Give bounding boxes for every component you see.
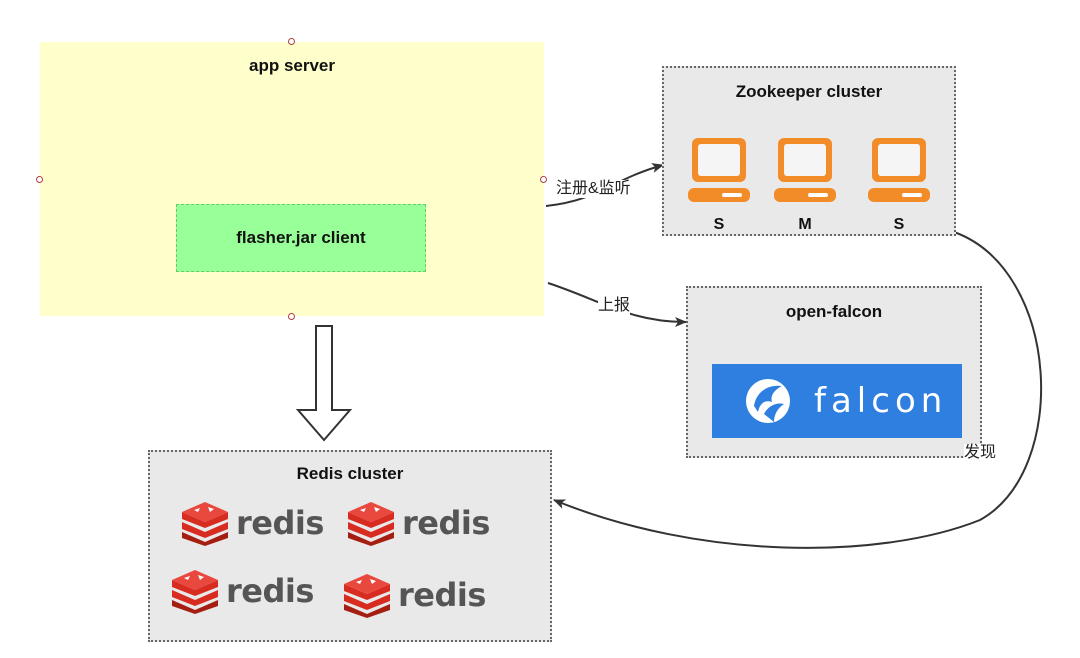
redis-cube-icon bbox=[182, 502, 228, 546]
open-falcon-title: open-falcon bbox=[785, 302, 883, 321]
falcon-bird-icon bbox=[746, 379, 790, 423]
resize-handle-right[interactable] bbox=[540, 176, 547, 183]
node-label: M bbox=[798, 216, 812, 233]
open-falcon-box[interactable]: open-falcon falcon bbox=[686, 286, 982, 458]
edge-discover bbox=[553, 231, 1042, 549]
zookeeper-title: Zookeeper cluster bbox=[735, 82, 883, 101]
computer-icon bbox=[688, 138, 750, 202]
redis-word: redis bbox=[226, 572, 314, 610]
down-arrow bbox=[295, 325, 353, 442]
resize-handle-top[interactable] bbox=[288, 38, 295, 45]
flasher-client-label: flasher.jar client bbox=[236, 228, 366, 247]
redis-cluster-box[interactable]: Redis cluster redis redis redis bbox=[148, 450, 552, 642]
redis-logo: redis bbox=[342, 574, 486, 620]
redis-cube-icon bbox=[348, 502, 394, 546]
zookeeper-cluster-box[interactable]: Zookeeper cluster S M S bbox=[662, 66, 956, 236]
redis-word: redis bbox=[402, 504, 490, 542]
node-label: S bbox=[893, 216, 905, 233]
redis-cube-icon bbox=[344, 574, 390, 618]
redis-cluster-title: Redis cluster bbox=[296, 464, 404, 483]
resize-handle-left[interactable] bbox=[36, 176, 43, 183]
falcon-logo: falcon bbox=[712, 364, 962, 438]
resize-handle-bottom[interactable] bbox=[288, 313, 295, 320]
app-server-box[interactable]: app server bbox=[40, 42, 544, 316]
edge-label-discover: 发现 bbox=[964, 444, 997, 462]
falcon-logo-text: falcon bbox=[814, 381, 948, 421]
computer-icon bbox=[774, 138, 836, 202]
computer-icon bbox=[868, 138, 930, 202]
redis-cube-icon bbox=[172, 570, 218, 614]
redis-logo: redis bbox=[170, 570, 314, 616]
redis-logo: redis bbox=[180, 502, 324, 548]
redis-word: redis bbox=[398, 576, 486, 614]
flasher-client-box[interactable]: flasher.jar client bbox=[176, 204, 426, 272]
node-label: S bbox=[713, 216, 725, 233]
app-server-title: app server bbox=[249, 56, 335, 75]
redis-logo: redis bbox=[346, 502, 490, 548]
edge-label-report: 上报 bbox=[598, 297, 631, 315]
redis-word: redis bbox=[236, 504, 324, 542]
edge-label-register: 注册&监听 bbox=[556, 180, 631, 198]
